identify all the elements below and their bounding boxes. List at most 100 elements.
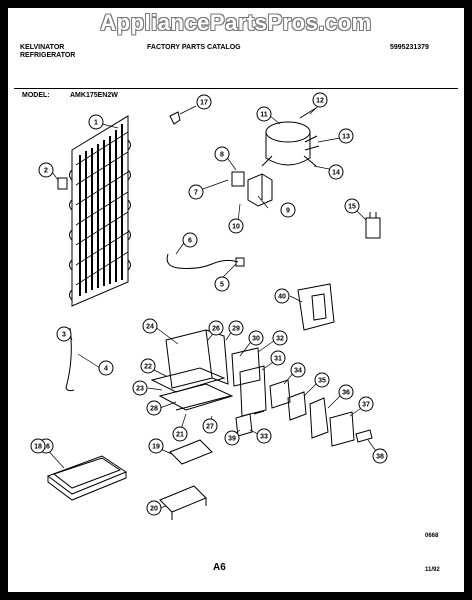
callout-circle xyxy=(256,428,272,444)
bracket-upper xyxy=(169,439,213,465)
callout-circle xyxy=(214,146,230,162)
model-label: MODEL: xyxy=(22,92,50,99)
callout-circle xyxy=(146,500,162,516)
air-shroud xyxy=(297,283,335,331)
callout-number: 19 xyxy=(152,444,160,451)
callout-circle xyxy=(290,362,306,378)
callout-circle xyxy=(256,106,272,122)
callout-circle xyxy=(214,276,230,292)
callout-circle xyxy=(274,288,290,304)
callout-number: 37 xyxy=(362,402,370,409)
callout-number: 11 xyxy=(260,112,268,119)
clip-part xyxy=(169,111,181,125)
callout-number: 34 xyxy=(294,368,302,375)
callout-number: 21 xyxy=(176,432,184,439)
footer-code: 0668 xyxy=(425,533,439,539)
callout-number: 29 xyxy=(232,326,240,333)
catalog-title: FACTORY PARTS CATALOG xyxy=(147,44,241,51)
brand-label: KELVINATOR xyxy=(20,44,65,51)
callout-number: 35 xyxy=(318,378,326,385)
footer-date: 11/92 xyxy=(425,567,440,573)
callout-circle xyxy=(280,202,296,218)
callout-circle xyxy=(146,400,162,416)
callout-circle xyxy=(312,92,328,108)
callout-circle xyxy=(272,330,288,346)
callout-circle xyxy=(188,184,204,200)
callout-circle xyxy=(314,372,330,388)
callout-number: 31 xyxy=(274,356,282,363)
callout-number: 2 xyxy=(44,168,48,175)
callout-number: 6 xyxy=(188,238,192,245)
catalog-number: 5995231379 xyxy=(390,44,429,51)
crisper-tray xyxy=(46,455,128,501)
callout-number: 33 xyxy=(260,434,268,441)
callout-circle xyxy=(142,318,158,334)
callout-circle xyxy=(172,426,188,442)
callout-circle xyxy=(56,326,72,342)
header-rule xyxy=(14,88,458,89)
drain-tube xyxy=(65,327,75,392)
product-label: REFRIGERATOR xyxy=(20,52,76,59)
callout-number: 17 xyxy=(200,100,208,107)
callout-circle xyxy=(228,320,244,336)
callout-number: 22 xyxy=(144,364,152,371)
callout-circle xyxy=(358,396,374,412)
callout-circle xyxy=(182,232,198,248)
bracket-part xyxy=(57,177,68,190)
callout-circle xyxy=(228,218,244,234)
control-panels xyxy=(231,347,373,447)
callout-number: 40 xyxy=(278,294,286,301)
callout-number: 28 xyxy=(150,406,158,413)
callout-number: 14 xyxy=(332,170,340,177)
callout-circle xyxy=(248,330,264,346)
callout-circle xyxy=(132,380,148,396)
callout-number: 36 xyxy=(342,390,350,397)
callout-number: 27 xyxy=(206,424,214,431)
callout-circle xyxy=(224,430,240,446)
bracket-lower xyxy=(159,485,207,520)
callout-circle xyxy=(202,418,218,434)
callout-circle xyxy=(38,162,54,178)
watermark: AppliancePartsPros.com xyxy=(100,10,372,35)
callout-circle xyxy=(30,438,46,454)
callout-number: 38 xyxy=(376,454,384,461)
callout-circle xyxy=(98,360,114,376)
callout-number: 23 xyxy=(136,386,144,393)
callout-number: 9 xyxy=(286,208,290,215)
evaporator-housing xyxy=(150,329,234,411)
callout-number: 8 xyxy=(220,152,224,159)
callout-number: 1 xyxy=(94,120,98,127)
callout-number: 3 xyxy=(62,332,66,339)
capacitor xyxy=(365,212,381,239)
callout-number: 13 xyxy=(342,134,350,141)
condenser-coil xyxy=(69,115,131,307)
power-cord xyxy=(166,253,245,269)
callout-number: 10 xyxy=(232,224,240,231)
model-number: AMK175EN2W xyxy=(70,92,118,99)
callout-number: 12 xyxy=(316,98,324,105)
callout-circle xyxy=(140,358,156,374)
callout-circle xyxy=(208,320,224,336)
callout-circle xyxy=(88,114,104,130)
callout-circle xyxy=(328,164,344,180)
callout-circle xyxy=(148,438,164,454)
callout-number: 39 xyxy=(228,436,236,443)
callout-number: 15 xyxy=(348,204,356,211)
callout-circle xyxy=(338,128,354,144)
callout-number: 4 xyxy=(104,366,108,373)
footer-page: A6 xyxy=(213,562,226,573)
callout-number: 26 xyxy=(212,326,220,333)
callout-circle xyxy=(338,384,354,400)
callout-circle xyxy=(196,94,212,110)
callout-circle xyxy=(372,448,388,464)
callout-number: 24 xyxy=(146,324,154,331)
callout-number: 30 xyxy=(252,336,260,343)
callout-number: 16 xyxy=(42,444,50,451)
callout-number: 5 xyxy=(220,282,224,289)
compressor xyxy=(261,107,320,167)
leader-lines xyxy=(43,103,379,509)
relay-overload xyxy=(231,171,273,207)
callout-number: 32 xyxy=(276,336,284,343)
